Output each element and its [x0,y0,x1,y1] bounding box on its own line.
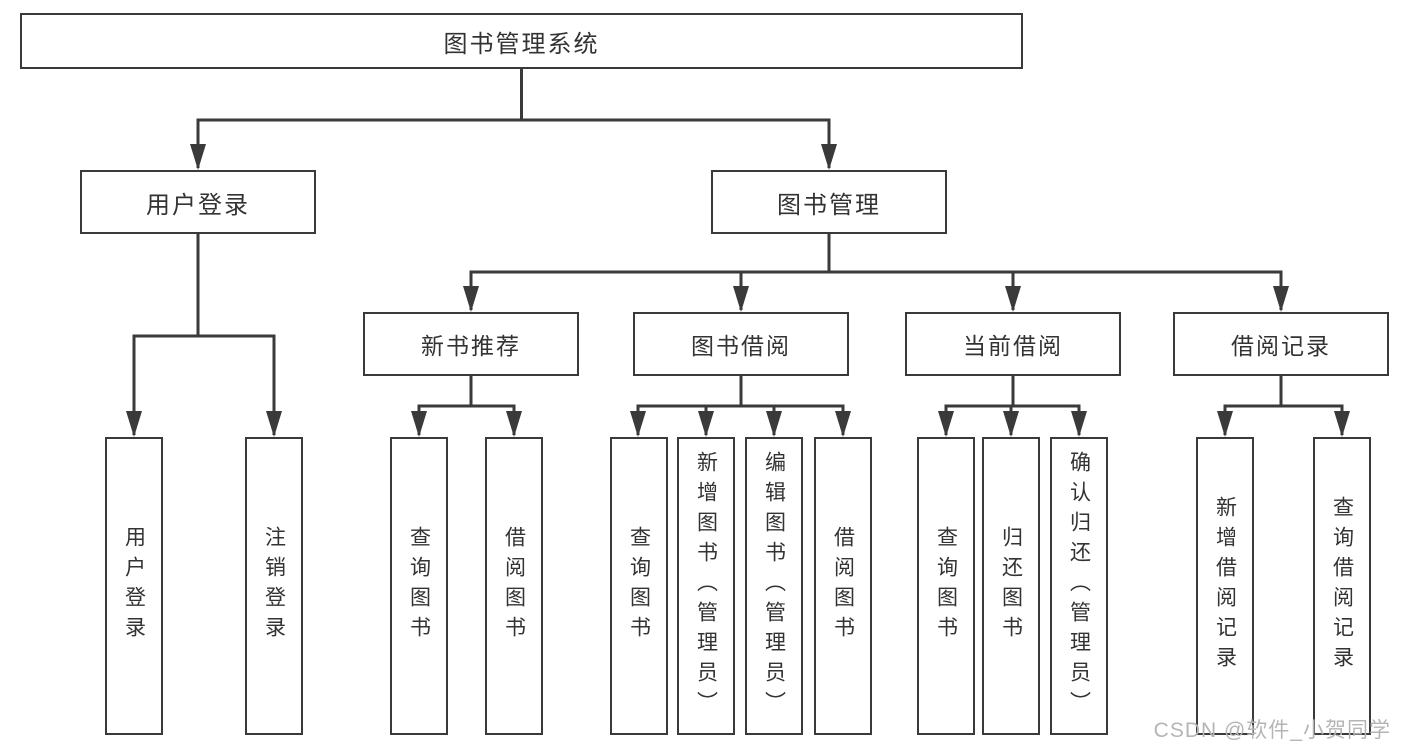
node-new-book-recommend: 新书推荐 [363,312,579,376]
node-borrow-records: 借阅记录 [1173,312,1389,376]
leaf-current-confirm-return-admin: 确认归还（管理员） [1050,437,1108,735]
node-book-management: 图书管理 [711,170,947,234]
leaf-current-return-books-label: 归还图书 [999,526,1023,646]
node-current-borrow: 当前借阅 [905,312,1121,376]
leaf-current-query-books: 查询图书 [917,437,975,735]
leaf-records-add-record-label: 新增借阅记录 [1213,496,1237,676]
node-user-login: 用户登录 [80,170,316,234]
leaf-records-query-record: 查询借阅记录 [1313,437,1371,735]
leaf-borrow-add-books-admin-label: 新增图书（管理员） [694,451,718,721]
leaf-logout: 注销登录 [245,437,303,735]
leaf-borrow-borrow-books-label: 借阅图书 [831,526,855,646]
leaf-logout-label: 注销登录 [262,526,286,646]
leaf-current-confirm-return-admin-label: 确认归还（管理员） [1067,451,1091,721]
leaf-user-login-label: 用户登录 [122,526,146,646]
leaf-current-return-books: 归还图书 [982,437,1040,735]
node-book-borrow: 图书借阅 [633,312,849,376]
leaf-borrow-borrow-books: 借阅图书 [814,437,872,735]
leaf-records-query-record-label: 查询借阅记录 [1330,496,1354,676]
csdn-watermark: CSDN @软件_小贺同学 [1153,719,1391,742]
leaf-records-add-record: 新增借阅记录 [1196,437,1254,735]
leaf-current-query-books-label: 查询图书 [934,526,958,646]
leaf-borrow-query-books: 查询图书 [610,437,668,735]
leaf-user-login: 用户登录 [105,437,163,735]
leaf-borrow-edit-books-admin: 编辑图书（管理员） [745,437,803,735]
node-root: 图书管理系统 [20,13,1023,69]
leaf-recommend-query-books: 查询图书 [390,437,448,735]
leaf-borrow-query-books-label: 查询图书 [627,526,651,646]
leaf-recommend-borrow-books-label: 借阅图书 [502,526,526,646]
leaf-recommend-query-books-label: 查询图书 [407,526,431,646]
leaf-recommend-borrow-books: 借阅图书 [485,437,543,735]
leaf-borrow-add-books-admin: 新增图书（管理员） [677,437,735,735]
leaf-borrow-edit-books-admin-label: 编辑图书（管理员） [762,451,786,721]
